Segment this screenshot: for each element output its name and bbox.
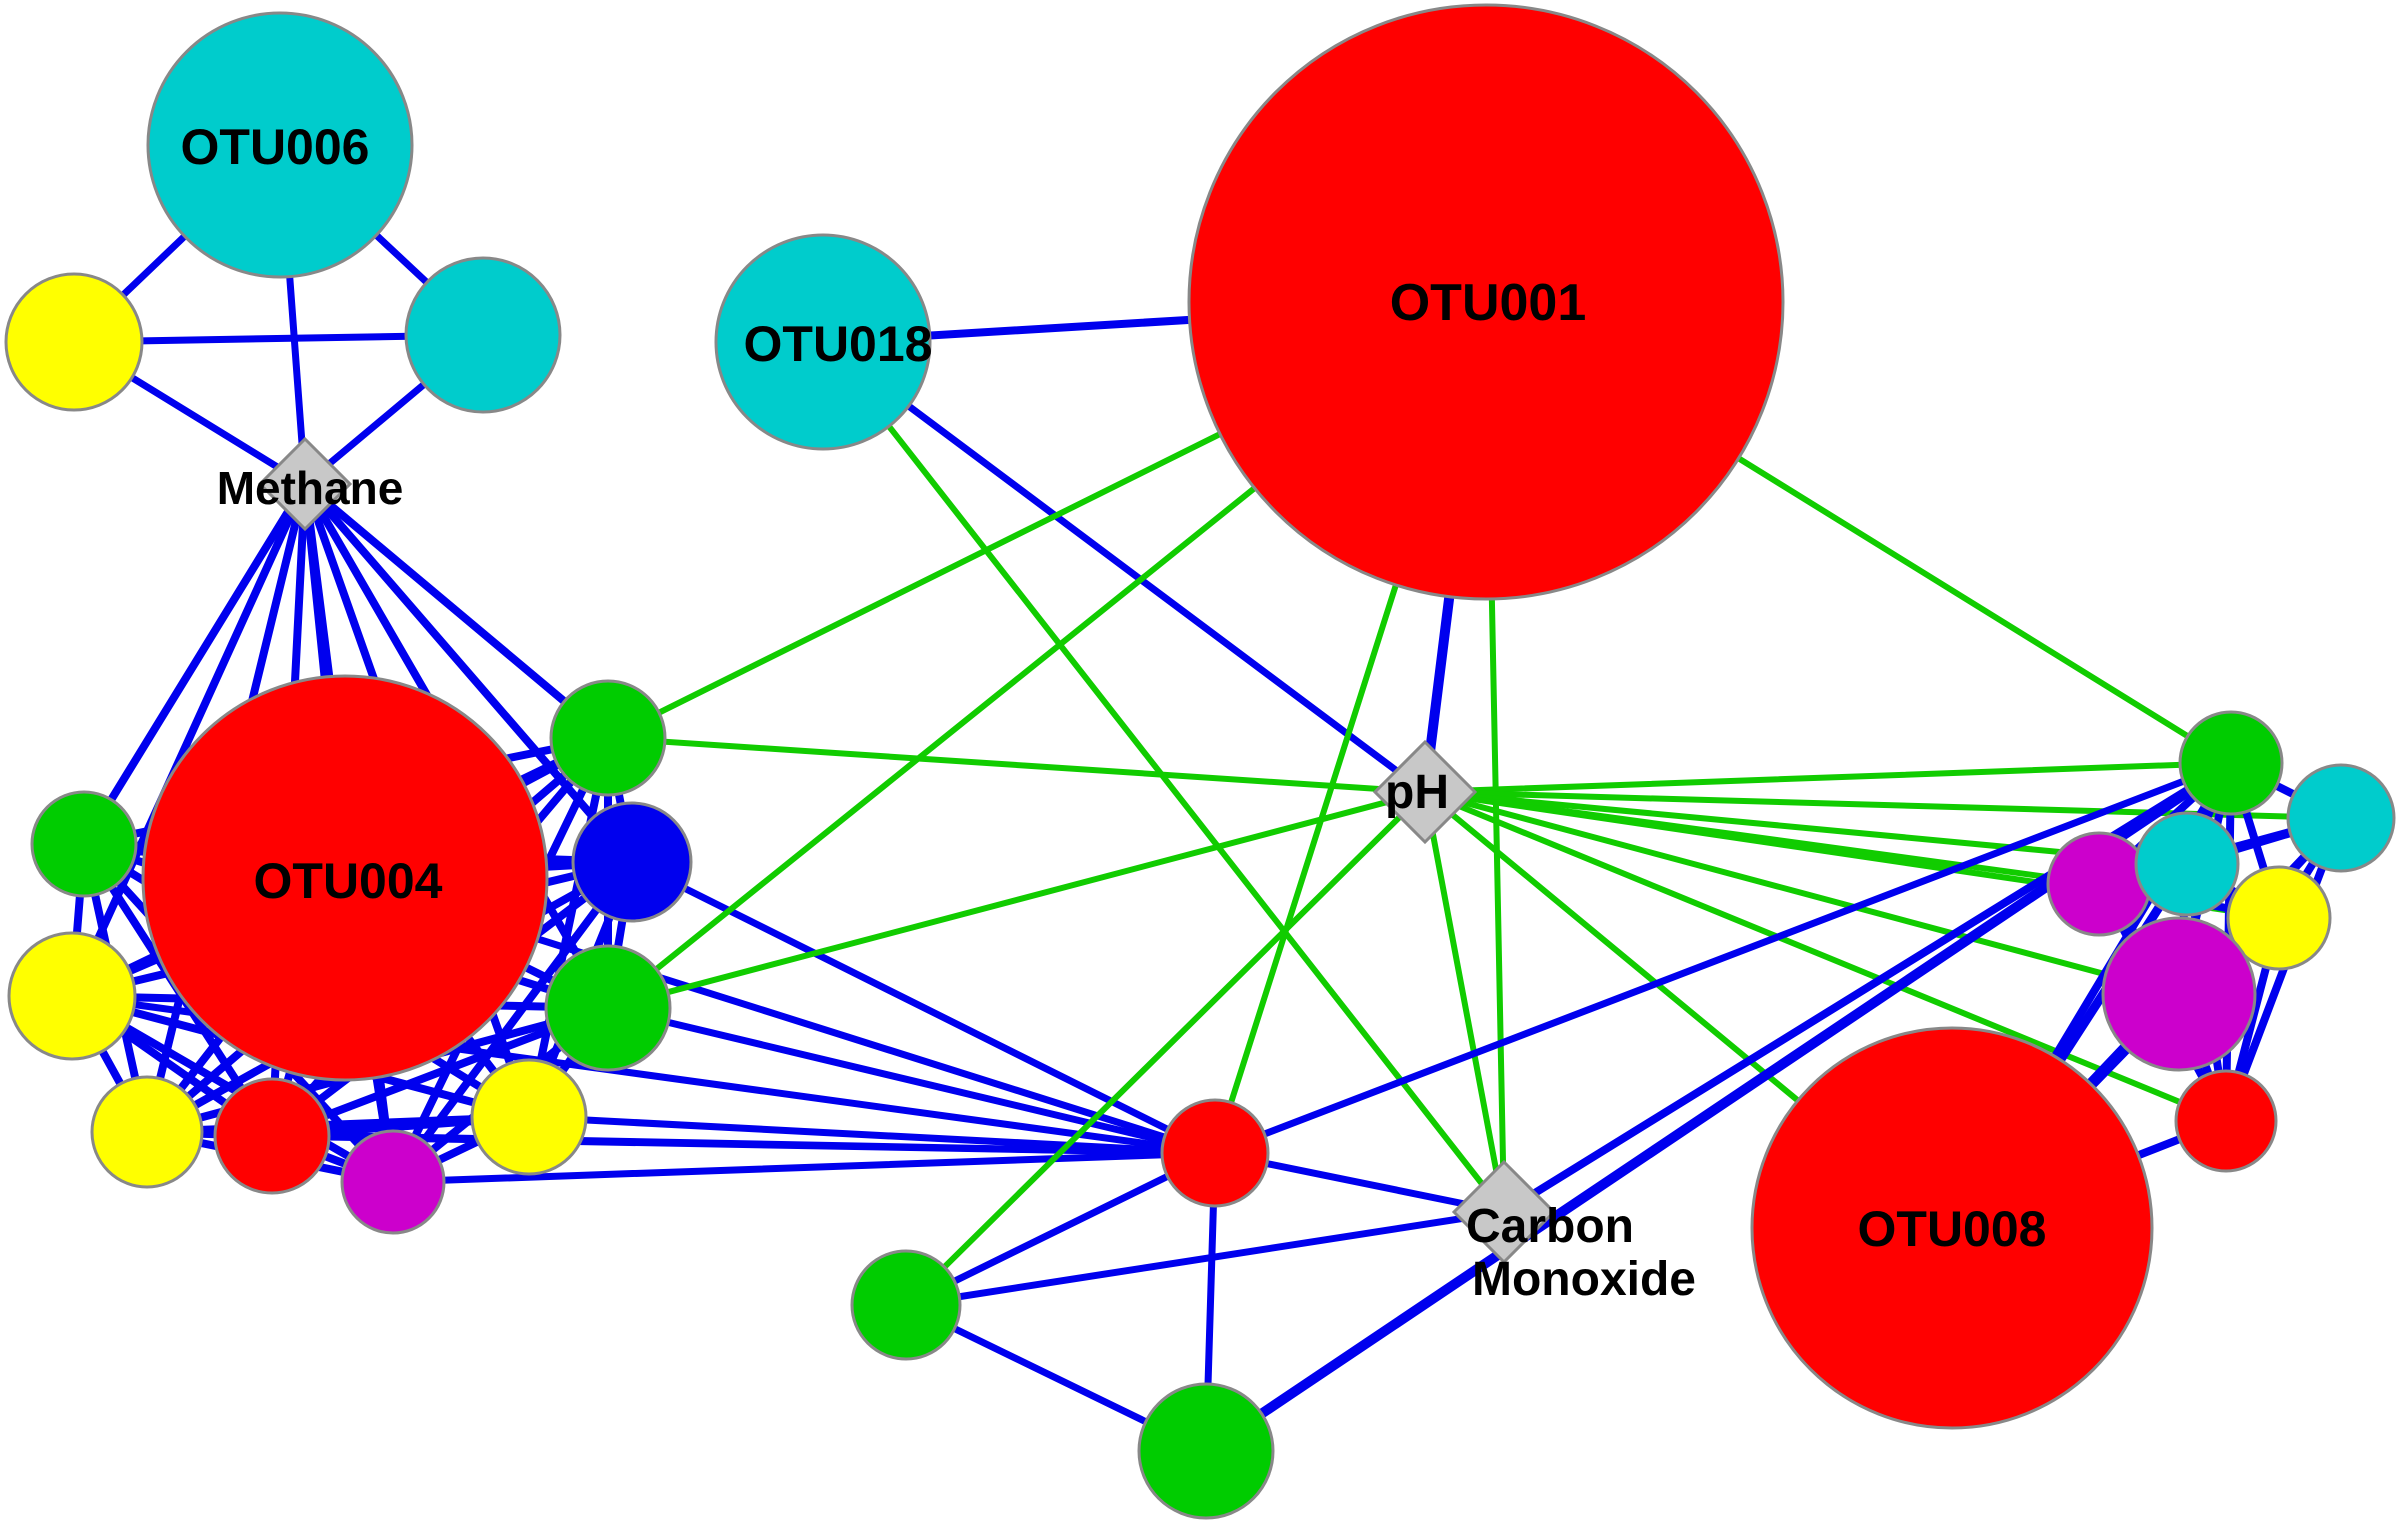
m_l-otu-node [340,1129,446,1235]
methane-label: Methane [217,462,404,514]
positive-edge-methane-y_l1 [68,480,309,1000]
ph-environment-node [1372,739,1478,845]
otu001-otu-node [1187,3,1785,601]
otu006-otu-node [146,11,414,279]
negative-edge-ph-m_r2 [1422,789,2182,997]
negative-edge-ph-g_r [1422,760,2234,795]
positive-edge-methane-g_l [301,480,612,742]
negative-edge-ph-g_l [605,735,1428,795]
node-layer [4,3,2396,1520]
ph-label: pH [1385,766,1449,819]
c_r1-otu-node [2286,763,2396,873]
positive-edge-g_l2-r_m [604,1004,1219,1157]
co-line1-label: Carbon [1466,1200,1634,1253]
negative-edge-ph-co [1422,789,1507,1215]
otu006-label: OTU006 [181,119,370,175]
methane-environment-node [257,436,353,532]
otu004-otu-node [141,674,549,1082]
c_tl-otu-node [404,256,562,414]
positive-edge-methane-g_ll [80,480,309,848]
positive-edge-y_l3-r_m [525,1113,1219,1157]
otu018-label: OTU018 [744,316,933,372]
positive-edge-m_l-r_m [389,1149,1219,1186]
positive-edge-g_m1-co [902,1208,1508,1309]
negative-edge-ph-g_l2 [605,789,1428,1011]
m_r1-otu-node [2046,831,2152,937]
g_m1-otu-node [850,1249,962,1361]
r_r-otu-node [2174,1069,2278,1173]
otu001-label: OTU001 [1390,274,1587,332]
negative-edge-ph-r_r [1422,789,2229,1124]
positive-edge-b_l-m_l [389,858,636,1186]
g_l2-otu-node [544,944,672,1072]
r_m-otu-node [1160,1098,1270,1208]
positive-edge-otu018-ph [819,338,1429,796]
y_r-otu-node [2226,865,2332,971]
positive-edge-r_m-g_r [1211,759,2235,1157]
g_r-otu-node [2178,710,2284,816]
otu008-otu-node [1750,1026,2154,1430]
otu004-label: OTU004 [254,853,443,909]
co-line2-label: Monoxide [1472,1253,1696,1306]
y_l1-otu-node [7,931,137,1061]
m_r2-otu-node [2101,916,2257,1072]
y_l2-otu-node [90,1075,204,1189]
g_l-otu-node [549,679,667,797]
otu008-label: OTU008 [1858,1201,2047,1257]
otu018-otu-node [714,233,932,451]
co-environment-node [1451,1159,1557,1265]
negative-edge-ph-g_m1 [903,789,1428,1308]
y_tl-otu-node [4,272,144,412]
positive-edge-b_l-r_m [628,858,1219,1157]
c_r2-otu-node [2134,811,2240,917]
y_l3-otu-node [470,1058,588,1176]
r_l-otu-node [213,1077,331,1195]
g_ll-otu-node [30,790,138,898]
positive-edge-g_l-y_l3 [525,734,612,1121]
g_m2-otu-node [1137,1382,1275,1520]
b_l-otu-node [571,801,693,923]
positive-edge-r_m-g_m1 [902,1149,1219,1309]
